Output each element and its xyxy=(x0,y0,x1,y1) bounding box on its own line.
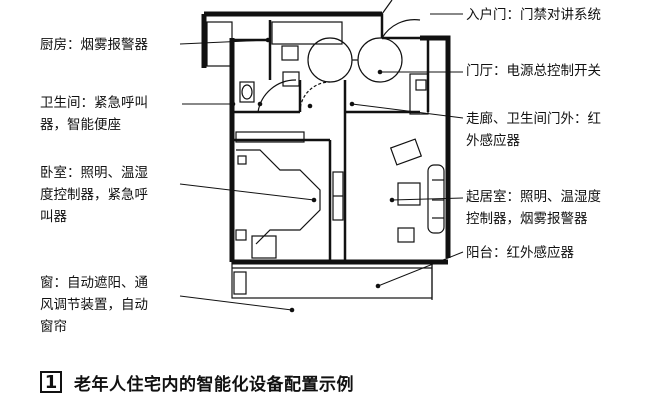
window-label: 窗：自动遮阳、通 风调节装置，自动 窗帘 xyxy=(40,275,148,335)
living-room-label: 起居室：照明、温湿度 控制器，烟雾报警器 xyxy=(466,189,601,227)
kitchen-label: 厨房：烟雾报警器 xyxy=(40,37,148,53)
interior-walls xyxy=(232,14,430,262)
bathroom-label: 卫生间：紧急呼叫 器，智能便座 xyxy=(40,95,148,133)
figure-number: 1 xyxy=(40,371,62,393)
entry-door-swing xyxy=(381,0,429,115)
living-room-furniture xyxy=(389,138,445,243)
figure-title: 老年人住宅内的智能化设备配置示例 xyxy=(74,374,354,395)
bathroom-fixtures xyxy=(239,71,331,113)
bedroom-furniture xyxy=(235,131,344,259)
figure-caption: 1 老年人住宅内的智能化设备配置示例 xyxy=(40,368,354,396)
kitchen-fixtures xyxy=(206,21,403,83)
corridor-label: 走廊、卫生间门外：红 外感应器 xyxy=(466,111,601,149)
bedroom-label: 卧室：照明、温湿 度控制器，紧急呼 叫器 xyxy=(40,165,148,225)
leader-lines xyxy=(179,13,464,311)
entry-door-label: 入户门：门禁对讲系统 xyxy=(466,7,601,23)
balcony xyxy=(231,261,433,300)
foyer-label: 门厅：电源总控制开关 xyxy=(466,63,601,79)
exterior-walls xyxy=(201,11,451,265)
balcony-label: 阳台：红外感应器 xyxy=(466,245,574,261)
